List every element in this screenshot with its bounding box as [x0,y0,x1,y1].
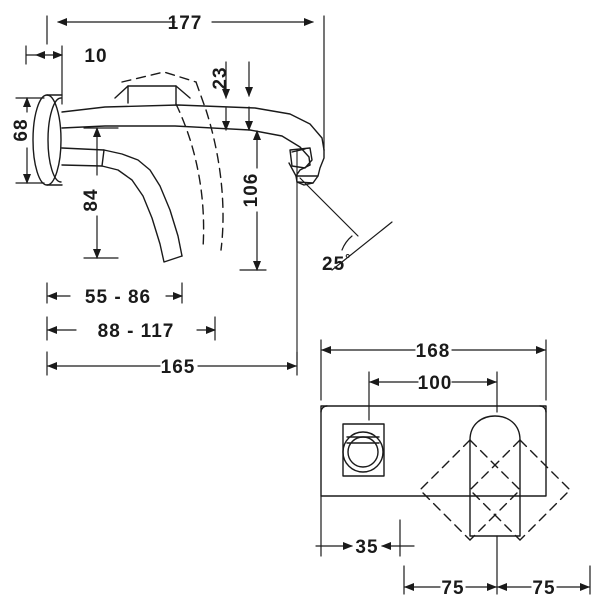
dimension-label-55-86: 55 - 86 [85,287,151,308]
dimension-label-10: 10 [84,46,107,67]
handle-swing-arc-upper [121,71,197,83]
side-view-dimension-lines [15,15,393,376]
spout-bottom [61,125,311,166]
angle-leader-2 [331,221,393,271]
handle-motion-x-right [469,439,521,541]
handle-motion-x-left [469,439,521,541]
angle-arc [341,235,353,251]
cartridge-square [342,423,385,477]
dimension-labels: 177 10 23 68 84 106 25° 55 - 86 88 - 117… [11,13,555,599]
front-base-plate [320,405,547,497]
dimension-label-168: 168 [416,341,451,362]
spout-outlet [295,149,325,186]
dimension-label-75-right: 75 [532,578,555,599]
cartridge-circle [342,431,384,473]
front-view-dimension-lines [315,339,591,595]
handle-motion-left [419,439,471,541]
trim-plate-top [114,85,191,99]
lever-handle-bottom [61,164,183,263]
dimension-label-88-117: 88 - 117 [98,321,175,342]
lever-handle-top [61,147,183,257]
handle-motion-right [519,439,571,541]
dimension-label-84: 84 [81,188,102,211]
dimension-label-75-left: 75 [441,578,464,599]
dimension-label-23: 23 [210,66,231,89]
front-lever-handle [469,415,521,537]
dimension-label-68: 68 [11,118,32,141]
dimension-label-177: 177 [168,13,203,34]
side-view-geometry [32,71,325,263]
front-view-geometry [320,405,571,541]
handle-swing-arc-lower [175,103,205,249]
dimension-label-35: 35 [355,537,378,558]
dimension-label-25-degrees: 25° [322,251,351,275]
dimension-label-100: 100 [418,373,453,394]
dimension-label-106: 106 [241,173,262,208]
wall-escutcheon [32,94,62,186]
spout-top [61,104,325,151]
cartridge-inner-circle [347,436,379,468]
aerator-detail [289,147,313,169]
angle-leader-1 [299,177,359,237]
dimension-label-165: 165 [161,357,196,378]
